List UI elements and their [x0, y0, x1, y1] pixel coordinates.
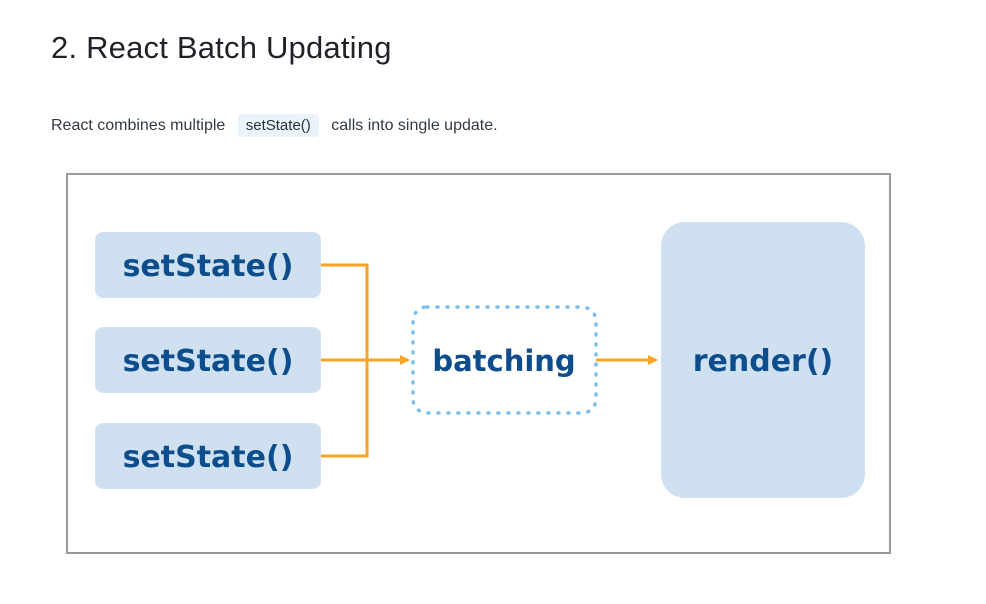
description-text-after: calls into single update. [331, 117, 498, 134]
setstate-node-1: setState() [95, 232, 321, 298]
setstate-label-3: setState() [123, 440, 294, 475]
setstate-label-1: setState() [123, 249, 294, 284]
connector-lines [321, 263, 658, 458]
batching-diagram-frame: setState() setState() setState() batchin… [66, 173, 891, 554]
setstate-label-2: setState() [123, 344, 294, 379]
setstate-node-3: setState() [95, 423, 321, 489]
batching-node: batching [411, 305, 598, 415]
batching-label: batching [432, 344, 575, 378]
batching-diagram: setState() setState() setState() batchin… [95, 222, 865, 498]
page-heading: 2. React Batch Updating [51, 30, 392, 65]
render-node: render() [661, 222, 865, 498]
setstate-node-2: setState() [95, 327, 321, 393]
description-text-before: React combines multiple [51, 117, 226, 134]
inline-code: setState() [237, 114, 319, 137]
description-paragraph: React combines multiple setState() calls… [51, 114, 498, 138]
render-label: render() [693, 344, 834, 379]
